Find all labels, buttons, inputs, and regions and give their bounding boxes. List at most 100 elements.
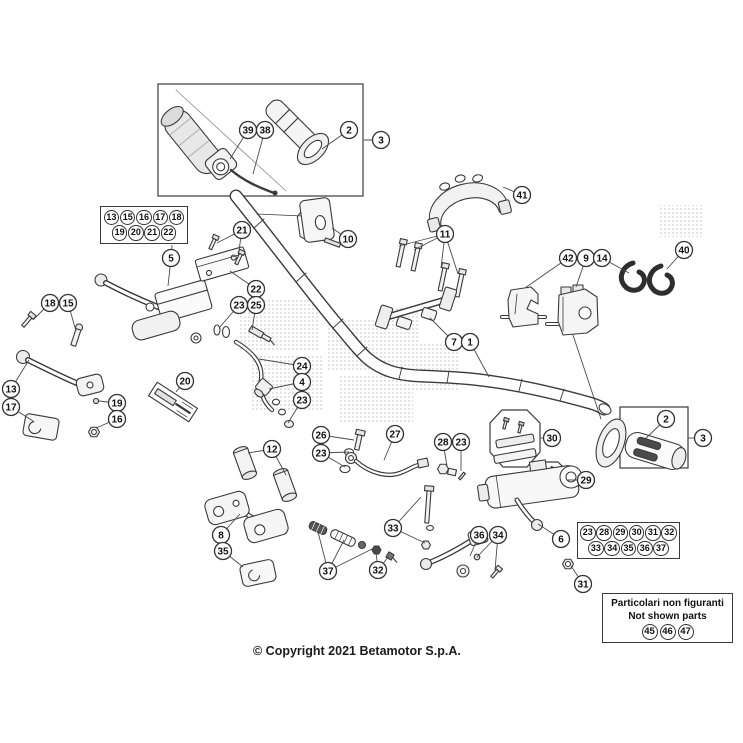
callout-2[interactable]: 2 bbox=[656, 409, 676, 429]
svg-text:3: 3 bbox=[378, 135, 384, 146]
svg-text:17: 17 bbox=[5, 402, 17, 413]
callout-33[interactable]: 33 bbox=[383, 518, 403, 538]
svg-text:13: 13 bbox=[5, 384, 17, 395]
callout-26[interactable]: 26 bbox=[311, 425, 331, 445]
callout-13[interactable]: 13 bbox=[1, 379, 21, 399]
svg-text:2: 2 bbox=[346, 125, 352, 136]
svg-text:9: 9 bbox=[583, 253, 589, 264]
callout-5[interactable]: 5 bbox=[161, 248, 181, 268]
callout-42[interactable]: 42 bbox=[558, 248, 578, 268]
group-callout-21: 21 bbox=[144, 225, 160, 241]
pivot-nut bbox=[87, 426, 101, 438]
not-shown-title-it: Particolari non figuranti bbox=[611, 597, 724, 609]
left-grip bbox=[160, 105, 222, 175]
callout-7[interactable]: 7 bbox=[444, 332, 464, 352]
callout-8[interactable]: 8 bbox=[211, 525, 231, 545]
svg-text:24: 24 bbox=[296, 361, 308, 372]
clutch-master-cylinder bbox=[94, 273, 213, 344]
group-callout-20: 20 bbox=[128, 225, 144, 241]
svg-text:15: 15 bbox=[62, 298, 74, 309]
callout-10[interactable]: 10 bbox=[338, 229, 358, 249]
callout-12[interactable]: 12 bbox=[262, 439, 282, 459]
throttle-housing bbox=[204, 147, 238, 181]
svg-text:27: 27 bbox=[389, 429, 401, 440]
svg-text:7: 7 bbox=[451, 337, 457, 348]
svg-text:21: 21 bbox=[236, 225, 248, 236]
svg-text:28: 28 bbox=[437, 437, 449, 448]
callout-23[interactable]: 23 bbox=[292, 390, 312, 410]
callout-40[interactable]: 40 bbox=[674, 240, 694, 260]
watermark-block bbox=[338, 375, 413, 423]
not-shown-parts-box: Particolari non figuranti Not shown part… bbox=[602, 593, 733, 643]
group-callout-18: 18 bbox=[168, 209, 185, 225]
pivot-bolt bbox=[92, 397, 100, 405]
callout-36[interactable]: 36 bbox=[469, 525, 489, 545]
callout-3[interactable]: 3 bbox=[693, 428, 713, 448]
svg-text:12: 12 bbox=[266, 444, 278, 455]
bracket-screw bbox=[208, 233, 220, 251]
callout-25[interactable]: 25 bbox=[246, 295, 266, 315]
clamp-position-line bbox=[572, 334, 602, 420]
callout-2[interactable]: 2 bbox=[339, 120, 359, 140]
callout-21[interactable]: 21 bbox=[232, 220, 252, 240]
not-shown-callout-45: 45 bbox=[641, 623, 658, 640]
svg-text:5: 5 bbox=[168, 253, 174, 264]
callout-19[interactable]: 19 bbox=[107, 393, 127, 413]
callout-6[interactable]: 6 bbox=[551, 529, 571, 549]
callout-23[interactable]: 23 bbox=[451, 432, 471, 452]
callout-4[interactable]: 4 bbox=[292, 372, 312, 392]
group-callout-34: 34 bbox=[604, 540, 620, 556]
svg-text:32: 32 bbox=[372, 565, 384, 576]
callout-23[interactable]: 23 bbox=[229, 295, 249, 315]
callout-23[interactable]: 23 bbox=[311, 443, 331, 463]
throttle-grip-detail bbox=[160, 89, 330, 196]
riser-bushings bbox=[232, 446, 298, 502]
callout-3[interactable]: 3 bbox=[371, 130, 391, 150]
svg-text:4: 4 bbox=[299, 377, 305, 388]
callout-27[interactable]: 27 bbox=[385, 424, 405, 444]
svg-text:25: 25 bbox=[250, 300, 262, 311]
callout-14[interactable]: 14 bbox=[592, 248, 612, 268]
callout-41[interactable]: 41 bbox=[512, 185, 532, 205]
right-grip-detail bbox=[595, 418, 687, 471]
svg-text:16: 16 bbox=[111, 414, 123, 425]
svg-text:18: 18 bbox=[44, 298, 56, 309]
callout-39[interactable]: 39 bbox=[238, 120, 258, 140]
callout-28[interactable]: 28 bbox=[433, 432, 453, 452]
svg-text:30: 30 bbox=[546, 433, 558, 444]
inset-box-clamp-plate-detail bbox=[489, 409, 541, 468]
spring-adjuster-kit bbox=[308, 521, 398, 563]
callout-17[interactable]: 17 bbox=[1, 397, 21, 417]
svg-text:38: 38 bbox=[259, 125, 271, 136]
banjo-washer bbox=[339, 464, 351, 474]
clamp-bracket bbox=[194, 246, 250, 282]
svg-text:2: 2 bbox=[663, 414, 669, 425]
callout-18[interactable]: 18 bbox=[40, 293, 60, 313]
callout-24[interactable]: 24 bbox=[292, 356, 312, 376]
callout-20[interactable]: 20 bbox=[175, 371, 195, 391]
svg-text:3: 3 bbox=[700, 433, 706, 444]
lever-bolt bbox=[21, 310, 37, 328]
cable-hook-right bbox=[646, 263, 675, 296]
callout-35[interactable]: 35 bbox=[213, 541, 233, 561]
not-shown-title-en: Not shown parts bbox=[628, 610, 707, 622]
brake-master-cylinder bbox=[477, 459, 583, 532]
callout-37[interactable]: 37 bbox=[318, 561, 338, 581]
callout-32[interactable]: 32 bbox=[368, 560, 388, 580]
callout-31[interactable]: 31 bbox=[573, 574, 593, 594]
svg-text:23: 23 bbox=[315, 448, 327, 459]
callout-1[interactable]: 1 bbox=[460, 332, 480, 352]
callout-30[interactable]: 30 bbox=[542, 428, 562, 448]
callout-15[interactable]: 15 bbox=[58, 293, 78, 313]
callout-16[interactable]: 16 bbox=[107, 409, 127, 429]
callout-9[interactable]: 9 bbox=[576, 248, 596, 268]
callout-29[interactable]: 29 bbox=[576, 470, 596, 490]
pivot-bolt-assembly bbox=[420, 485, 435, 550]
callout-34[interactable]: 34 bbox=[488, 525, 508, 545]
callout-38[interactable]: 38 bbox=[255, 120, 275, 140]
rubber-pad bbox=[239, 559, 277, 587]
callout-22[interactable]: 22 bbox=[246, 279, 266, 299]
callout-11[interactable]: 11 bbox=[435, 224, 455, 244]
cable-hook-left bbox=[618, 260, 647, 293]
